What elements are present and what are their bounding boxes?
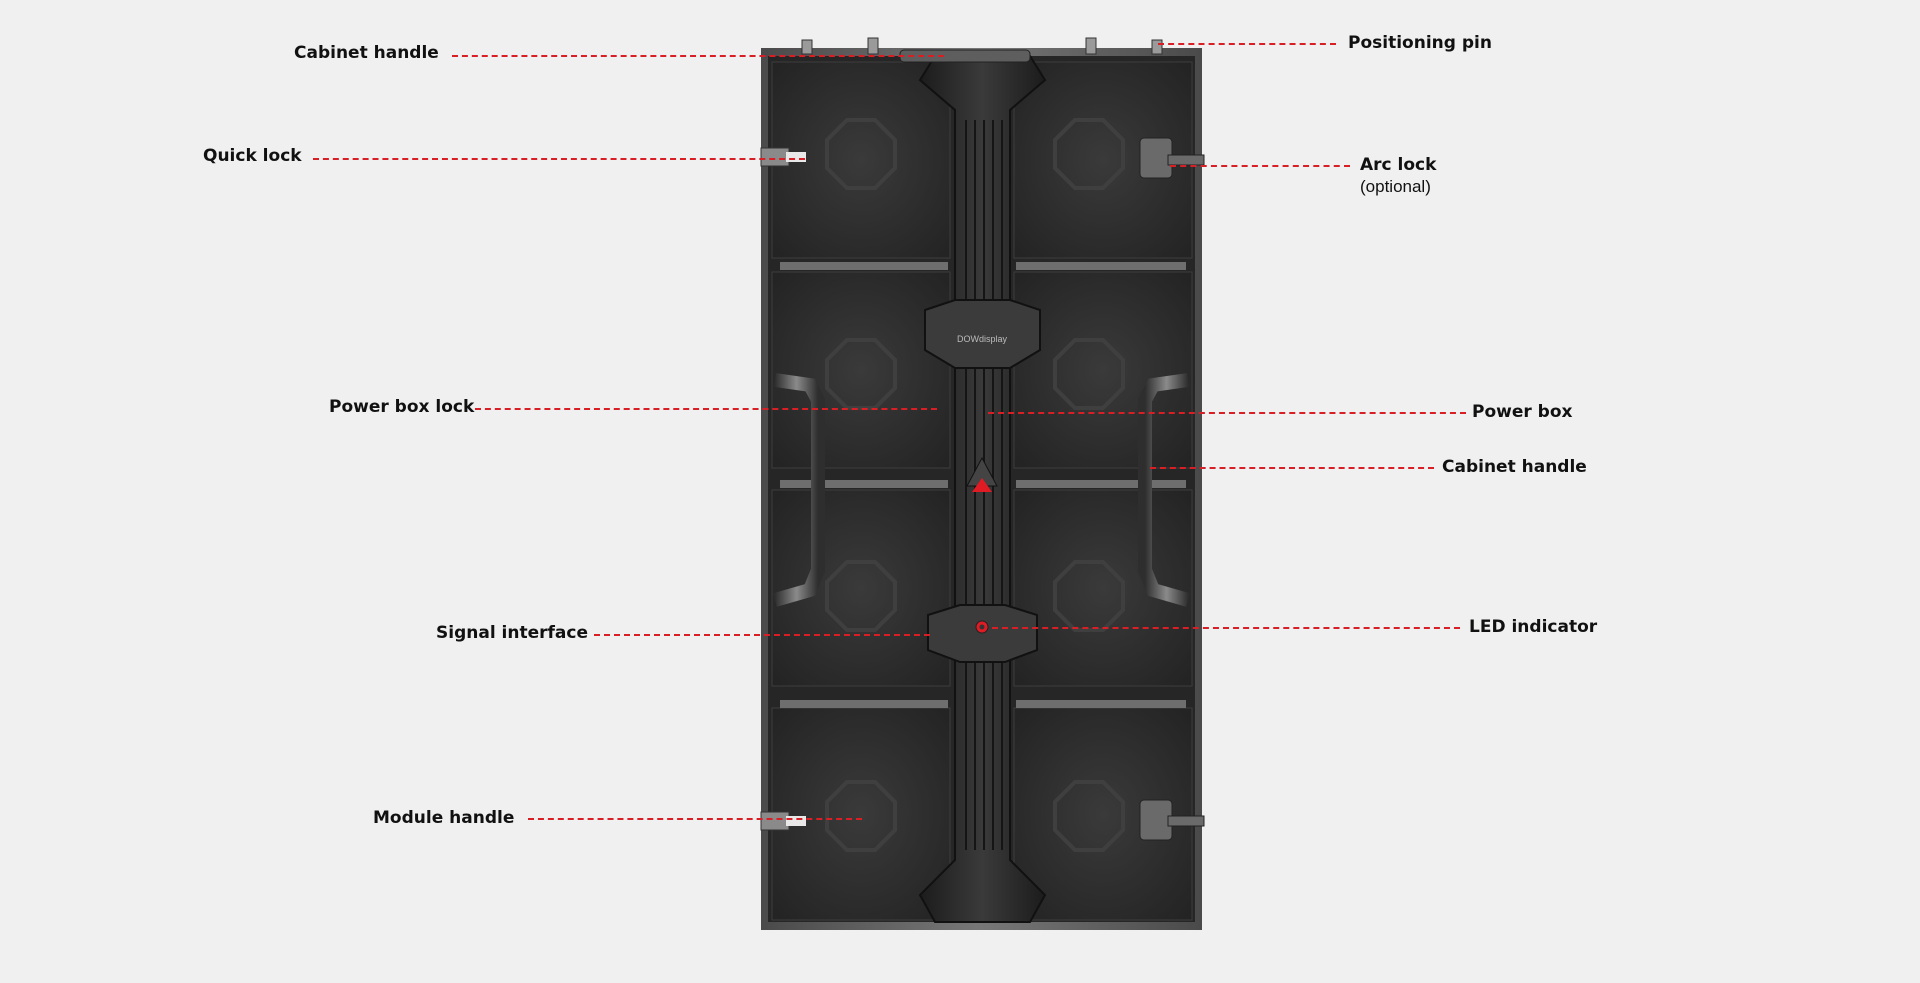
callout-label-power-box: Power box	[1472, 402, 1573, 422]
left-cabinet-handle	[773, 373, 825, 607]
signal-interface-block	[927, 604, 1038, 663]
callout-label-signal-interface: Signal interface	[436, 623, 589, 643]
leader-line-positioning-pin	[1158, 43, 1336, 45]
leader-line-power-box-lock	[475, 408, 937, 410]
leader-line-module-handle	[528, 818, 862, 820]
quick-lock-icon	[760, 147, 790, 167]
leader-line-cabinet-handle-side	[1150, 467, 1434, 469]
module	[771, 707, 951, 921]
callout-sublabel-arc-lock: (optional)	[1360, 177, 1431, 196]
positioning-pin-icon	[801, 37, 1163, 55]
leader-line-led-indicator	[992, 627, 1460, 629]
callout-label-positioning-pin: Positioning pin	[1348, 33, 1492, 53]
power-box	[924, 299, 1041, 369]
leader-line-signal-interface	[594, 634, 930, 636]
leader-line-arc-lock	[1170, 165, 1350, 167]
quick-lock-icon	[760, 811, 790, 831]
callout-label-module-handle: Module handle	[373, 808, 515, 828]
callout-label-cabinet-handle-top: Cabinet handle	[294, 43, 439, 63]
module	[1013, 271, 1193, 469]
leader-line-quick-lock	[313, 158, 805, 160]
module-octagons	[825, 118, 1125, 852]
red-triangle-icon	[972, 478, 992, 492]
leader-line-power-box	[988, 412, 1466, 414]
callout-label-cabinet-handle-side: Cabinet handle	[1442, 457, 1587, 477]
arc-lock-icon	[1139, 137, 1205, 179]
crossbars	[780, 262, 1186, 708]
callout-label-arc-lock: Arc lock	[1360, 155, 1437, 175]
right-cabinet-handle	[1138, 373, 1190, 607]
callout-label-quick-lock: Quick lock	[203, 146, 302, 166]
arc-lock-icon	[1139, 799, 1205, 841]
callout-label-led-indicator: LED indicator	[1469, 617, 1598, 637]
module	[771, 271, 951, 469]
leader-line-cabinet-handle-top	[452, 55, 944, 57]
callout-label-power-box-lock: Power box lock	[329, 397, 475, 417]
brand-mark: DOWdisplay	[957, 334, 1008, 344]
